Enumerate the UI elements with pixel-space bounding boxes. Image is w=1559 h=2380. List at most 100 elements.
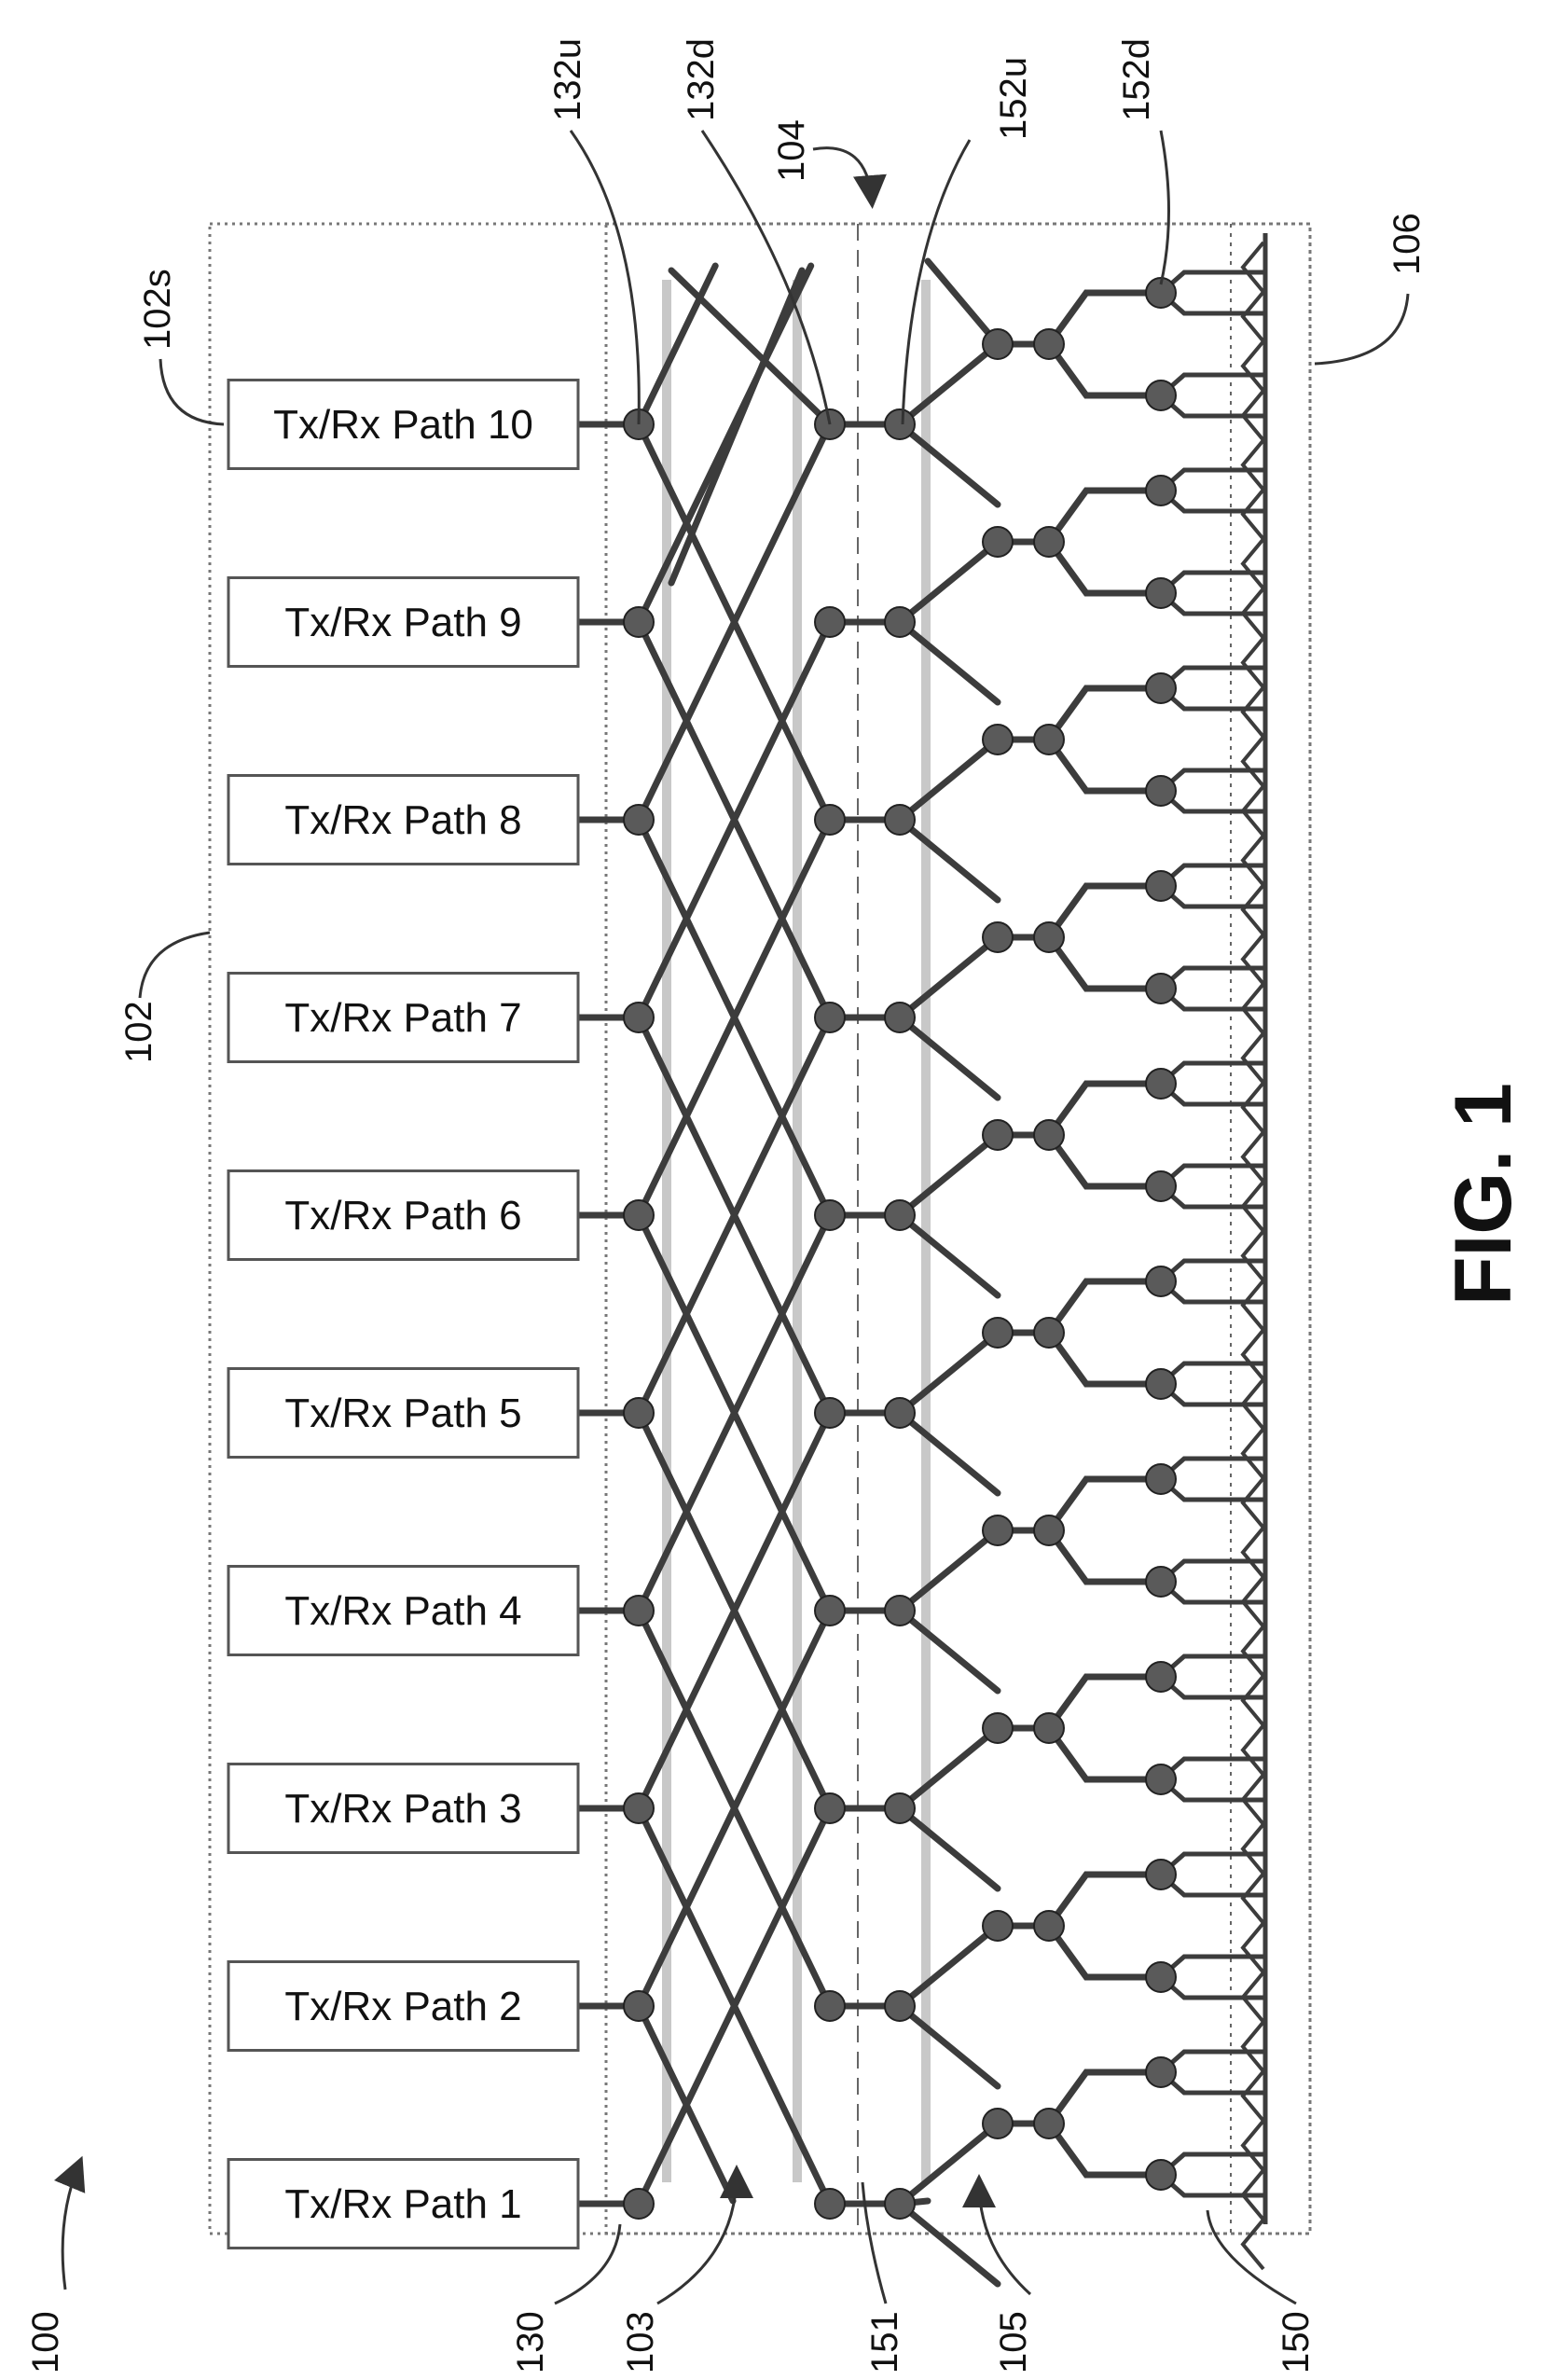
antenna-triangle <box>1243 1429 1263 1478</box>
fanout-wire <box>1049 2072 1161 2124</box>
final-node <box>1146 578 1176 608</box>
ref-150: 150 <box>1276 2311 1317 2373</box>
antenna-triangle <box>1243 836 1263 885</box>
fanout-wire <box>1049 1926 1161 1977</box>
antenna-triangle <box>1243 1231 1263 1280</box>
splitter-node <box>983 2109 1013 2138</box>
tx-rx-path-6: Tx/Rx Path 6 <box>228 1171 578 1260</box>
final-node <box>1146 974 1176 1003</box>
final-node <box>1146 2057 1176 2087</box>
tx-rx-path-3: Tx/Rx Path 3 <box>228 1764 578 1853</box>
antenna-triangle <box>1243 440 1263 490</box>
fanout-wire <box>1049 740 1161 791</box>
figure-label: FIG. 1 <box>1439 1083 1528 1306</box>
fanout-wire <box>1049 1135 1161 1186</box>
split-wire <box>900 740 998 820</box>
node-c <box>885 2189 915 2219</box>
ref-132d: 132d <box>681 38 722 121</box>
splitter-node <box>1034 527 1064 557</box>
final-node <box>1146 776 1176 806</box>
antenna-triangle <box>1243 539 1263 588</box>
split-wire <box>900 820 998 900</box>
node-a <box>624 607 654 637</box>
node-a <box>624 805 654 835</box>
antenna-triangle <box>1243 1824 1263 1874</box>
tx-rx-path-label: Tx/Rx Path 7 <box>284 995 521 1041</box>
antenna-triangle <box>1243 2121 1263 2170</box>
fanout-wire <box>1049 688 1161 740</box>
tx-rx-path-label: Tx/Rx Path 1 <box>284 2181 521 2227</box>
split-wire <box>900 424 998 505</box>
splitter-node <box>1034 1911 1064 1941</box>
ref-106: 106 <box>1387 213 1428 275</box>
splitter-node <box>983 922 1013 952</box>
ref-102s: 102s <box>137 269 178 350</box>
splitter-node <box>1034 1713 1064 1743</box>
split-wire <box>900 344 998 424</box>
node-b <box>815 805 845 835</box>
node-b <box>815 607 845 637</box>
final-node <box>1146 381 1176 410</box>
tx-rx-path-9: Tx/Rx Path 9 <box>228 578 578 667</box>
tx-rx-path-label: Tx/Rx Path 2 <box>284 1984 521 2029</box>
antenna-triangle <box>1243 687 1263 737</box>
antenna-triangle <box>1243 1132 1263 1182</box>
tx-rx-path-label: Tx/Rx Path 9 <box>284 600 521 645</box>
fanout-wire <box>1049 1677 1161 1728</box>
splitter-node <box>983 1713 1013 1743</box>
antenna-triangle <box>1243 1528 1263 1577</box>
final-node <box>1146 2160 1176 2190</box>
node-c <box>885 1991 915 2021</box>
splitter-node <box>983 527 1013 557</box>
tx-rx-path-4: Tx/Rx Path 4 <box>228 1567 578 1655</box>
fanout-wire <box>1049 886 1161 937</box>
split-wire <box>900 1333 998 1413</box>
tx-rx-path-2: Tx/Rx Path 2 <box>228 1962 578 2051</box>
tx-rx-path-label: Tx/Rx Path 4 <box>284 1588 521 1634</box>
fanout-wire <box>1049 1084 1161 1135</box>
final-node <box>1146 476 1176 505</box>
fanout-wire <box>1049 542 1161 593</box>
split-wire <box>900 1413 998 1493</box>
antenna-triangle <box>1243 638 1263 687</box>
final-node <box>1146 673 1176 703</box>
ref-132u: 132u <box>547 38 588 121</box>
final-node <box>1146 1266 1176 1296</box>
final-node <box>1146 1962 1176 1992</box>
ref-105: 105 <box>993 2311 1034 2373</box>
antenna-triangle <box>1243 1725 1263 1775</box>
ref-103: 103 <box>620 2311 661 2373</box>
node-a <box>624 1793 654 1823</box>
fanout-wire <box>1049 1479 1161 1530</box>
ref-152d: 152d <box>1116 38 1157 121</box>
node-b <box>815 1003 845 1032</box>
node-b <box>815 1991 845 2021</box>
tx-rx-path-1: Tx/Rx Path 1 <box>228 2160 578 2249</box>
antenna-triangle <box>1243 2071 1263 2121</box>
ref-104: 104 <box>771 119 812 182</box>
node-b <box>815 1398 845 1428</box>
antenna-triangle <box>1243 292 1263 341</box>
ref-130: 130 <box>510 2311 551 2373</box>
tx-rx-path-label: Tx/Rx Path 10 <box>273 402 533 448</box>
split-wire <box>900 1926 998 2006</box>
ref-100: 100 <box>25 2311 66 2373</box>
split-wire-edge <box>928 261 998 344</box>
antenna-triangle <box>1243 1280 1263 1330</box>
node-c <box>885 805 915 835</box>
tx-rx-path-5: Tx/Rx Path 5 <box>228 1369 578 1458</box>
final-node <box>1146 871 1176 901</box>
node-c <box>885 1793 915 1823</box>
antenna-triangle <box>1243 490 1263 539</box>
split-wire <box>900 937 998 1017</box>
splitter-node <box>1034 329 1064 359</box>
splitter-node <box>1034 1120 1064 1150</box>
tx-rx-path-10: Tx/Rx Path 10 <box>228 381 578 469</box>
fanout-wire <box>1049 1728 1161 1779</box>
splitter-node <box>1034 1318 1064 1348</box>
ref-152u: 152u <box>993 57 1034 140</box>
antenna-triangle <box>1243 934 1263 984</box>
node-c <box>885 1200 915 1230</box>
final-node <box>1146 1069 1176 1099</box>
